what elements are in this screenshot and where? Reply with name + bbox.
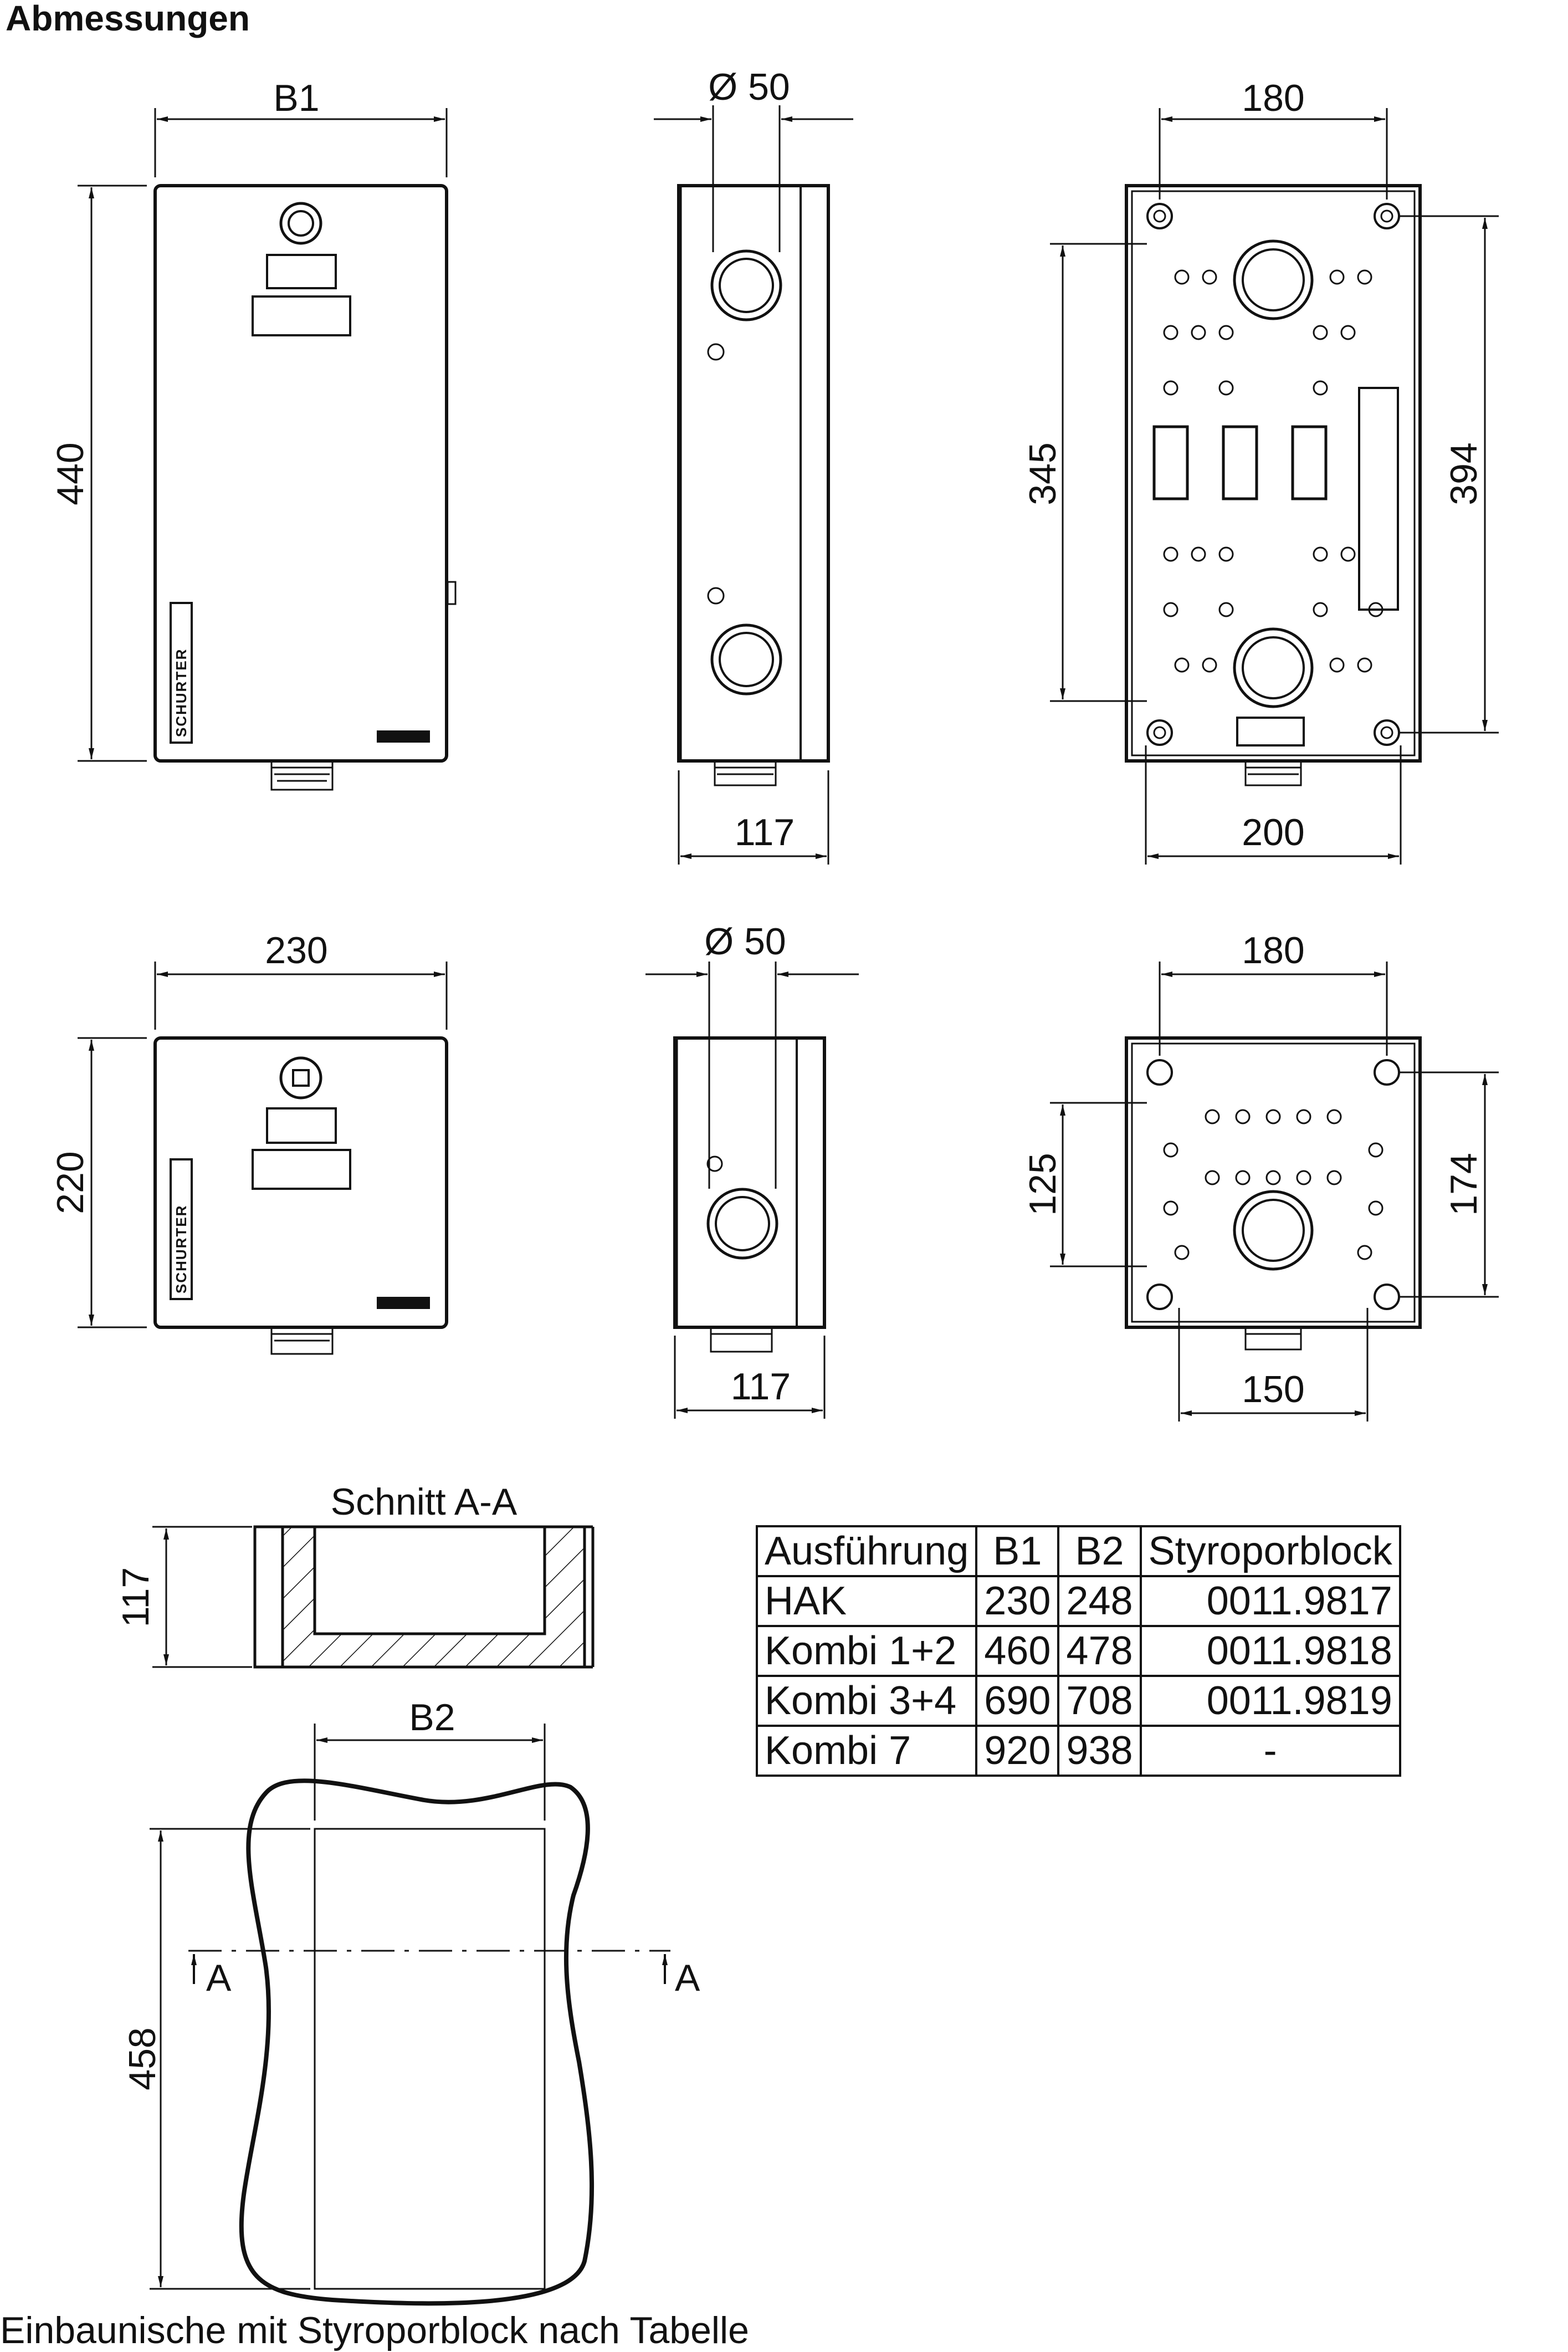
table-cell: 938	[1057, 1725, 1142, 1777]
page-title: Abmessungen	[6, 0, 250, 38]
cut-marker-right: A	[675, 1957, 700, 1999]
section-title: Schnitt A-A	[331, 1481, 517, 1523]
table-row: HAK 230 248 0011.9817	[755, 1575, 1401, 1627]
table-cell: HAK	[755, 1575, 978, 1627]
table-cell: 460	[975, 1625, 1060, 1677]
table-header: B1	[975, 1525, 1060, 1577]
table-cell: 248	[1057, 1575, 1142, 1627]
caption: Einbaunische mit Styroporblock nach Tabe…	[0, 2309, 749, 2351]
table-header-row: Ausführung B1 B2 Styroporblock	[755, 1525, 1401, 1577]
table-cell: 690	[975, 1675, 1060, 1727]
back-large-bottom-label: 200	[1242, 811, 1304, 853]
table-row: Kombi 7 920 938 -	[755, 1725, 1401, 1777]
back-view-large: 180 200 345 394	[1022, 77, 1499, 865]
back-large-top-label: 180	[1242, 77, 1304, 119]
brand-text: SCHURTER	[173, 648, 189, 737]
niche-outline: B2 458 A A	[121, 1696, 700, 2306]
front-view-large: SCHURTER B1 440	[49, 77, 457, 791]
table-cell: Kombi 3+4	[755, 1675, 978, 1727]
table-header: Ausführung	[755, 1525, 978, 1577]
table-header: Styroporblock	[1139, 1525, 1401, 1577]
table-cell: 478	[1057, 1625, 1142, 1677]
back-large-right-label: 394	[1443, 442, 1485, 505]
table-cell: 0011.9819	[1139, 1675, 1401, 1727]
table-cell: 708	[1057, 1675, 1142, 1727]
front-large-height-label: 440	[49, 442, 91, 505]
table-cell: Kombi 7	[755, 1725, 978, 1777]
side-view-small: Ø 50 117	[645, 921, 859, 1419]
back-large-left-label: 345	[1022, 442, 1064, 505]
section-depth-label: 117	[115, 1567, 157, 1627]
side-small-depth-label: 117	[731, 1366, 791, 1408]
niche-width-label: B2	[409, 1696, 455, 1739]
spec-table: Ausführung B1 B2 Styroporblock HAK 230 2…	[755, 1525, 1401, 1777]
front-small-width-label: 230	[265, 929, 327, 972]
brand-plate	[170, 602, 193, 744]
front-small-height-label: 220	[49, 1151, 91, 1214]
table-cell: 0011.9817	[1139, 1575, 1401, 1627]
table-row: Kombi 3+4 690 708 0011.9819	[755, 1675, 1401, 1727]
side-large-depth-label: 117	[735, 811, 795, 853]
table-cell: 0011.9818	[1139, 1625, 1401, 1677]
back-view-small: 180 150 125 174	[1022, 929, 1499, 1422]
front-large-width-label: B1	[273, 77, 319, 119]
niche-height-label: 458	[121, 2027, 163, 2090]
side-small-diameter-label: Ø 50	[704, 921, 786, 963]
side-large-diameter-label: Ø 50	[708, 66, 790, 108]
table-cell: 230	[975, 1575, 1060, 1627]
back-small-bottom-label: 150	[1242, 1368, 1304, 1410]
table-cell: 920	[975, 1725, 1060, 1777]
side-view-large: Ø 50 117	[654, 66, 853, 865]
back-small-right-label: 174	[1443, 1153, 1485, 1215]
brand-plate-small	[170, 1158, 193, 1300]
table-row: Kombi 1+2 460 478 0011.9818	[755, 1625, 1401, 1677]
back-small-top-label: 180	[1242, 929, 1304, 972]
table-header: B2	[1057, 1525, 1142, 1577]
cut-marker-left: A	[206, 1957, 232, 1999]
section-a-a: Schnitt A-A 117	[115, 1481, 595, 1669]
front-view-small: SCHURTER 230 220	[49, 929, 448, 1355]
brand-text-small: SCHURTER	[173, 1205, 189, 1293]
table-cell: -	[1139, 1725, 1401, 1777]
table-cell: Kombi 1+2	[755, 1625, 978, 1677]
back-small-left-label: 125	[1022, 1153, 1064, 1215]
